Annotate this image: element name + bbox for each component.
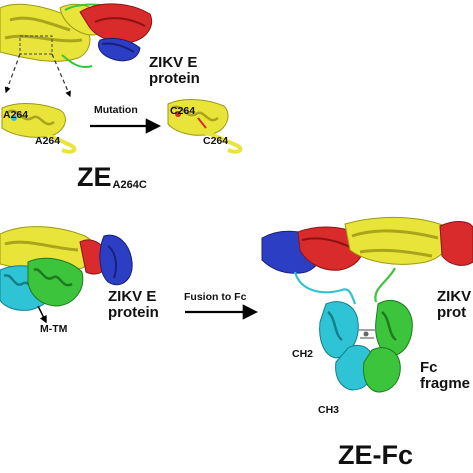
panel-b-right-protein-label: ZIKV prot: [437, 289, 471, 321]
fc-fragment-label: Fc fragme: [420, 360, 470, 392]
residue-label-c264-bottom: C264: [203, 135, 229, 147]
panel-b-e-mtm-structure: [0, 226, 133, 324]
construct-subscript: A264C: [112, 179, 147, 191]
helix-c264-structure: [167, 99, 243, 154]
panel-b-right-protein-label-line2: prot: [437, 303, 467, 321]
residue-label-a264-top: A264: [3, 109, 29, 121]
panel-a-protein-label: ZIKV E protein: [149, 55, 200, 87]
fc-fragment-label-line1: Fc: [420, 359, 438, 376]
panel-b-right-protein-label-line1: ZIKV: [437, 288, 472, 305]
mtm-label: M-TM: [40, 323, 68, 335]
panel-b-ze-fc-structure: [261, 216, 473, 393]
helix-a264-structure: [1, 103, 77, 154]
construct-name-ze-fc: ZE-Fc: [338, 440, 414, 470]
panel-a-protein-label-line2: protein: [149, 69, 200, 87]
panel-a-protein-label-line1: ZIKV E: [149, 54, 198, 71]
ch3-label: CH3: [318, 404, 340, 416]
residue-label-a264-bottom: A264: [35, 135, 61, 147]
construct-name-ze-a264c: ZEA264C: [77, 163, 147, 192]
panel-b-protein-label: ZIKV E protein: [108, 289, 159, 321]
panel-a-e-protein-structure: [0, 3, 153, 98]
fc-fragment-label-line2: fragme: [420, 374, 471, 392]
panel-b-protein-label-line2: protein: [108, 303, 159, 321]
construct-name-ze: ZE: [77, 162, 112, 192]
mutation-site-box: [19, 35, 53, 55]
panel-b-protein-label-line1: ZIKV E: [108, 288, 157, 305]
mutation-arrow-label: Mutation: [94, 104, 138, 116]
ch2-label: CH2: [292, 348, 314, 360]
residue-label-c264-top: C264: [170, 105, 196, 117]
fusion-arrow-label: Fusion to Fc: [184, 291, 247, 303]
